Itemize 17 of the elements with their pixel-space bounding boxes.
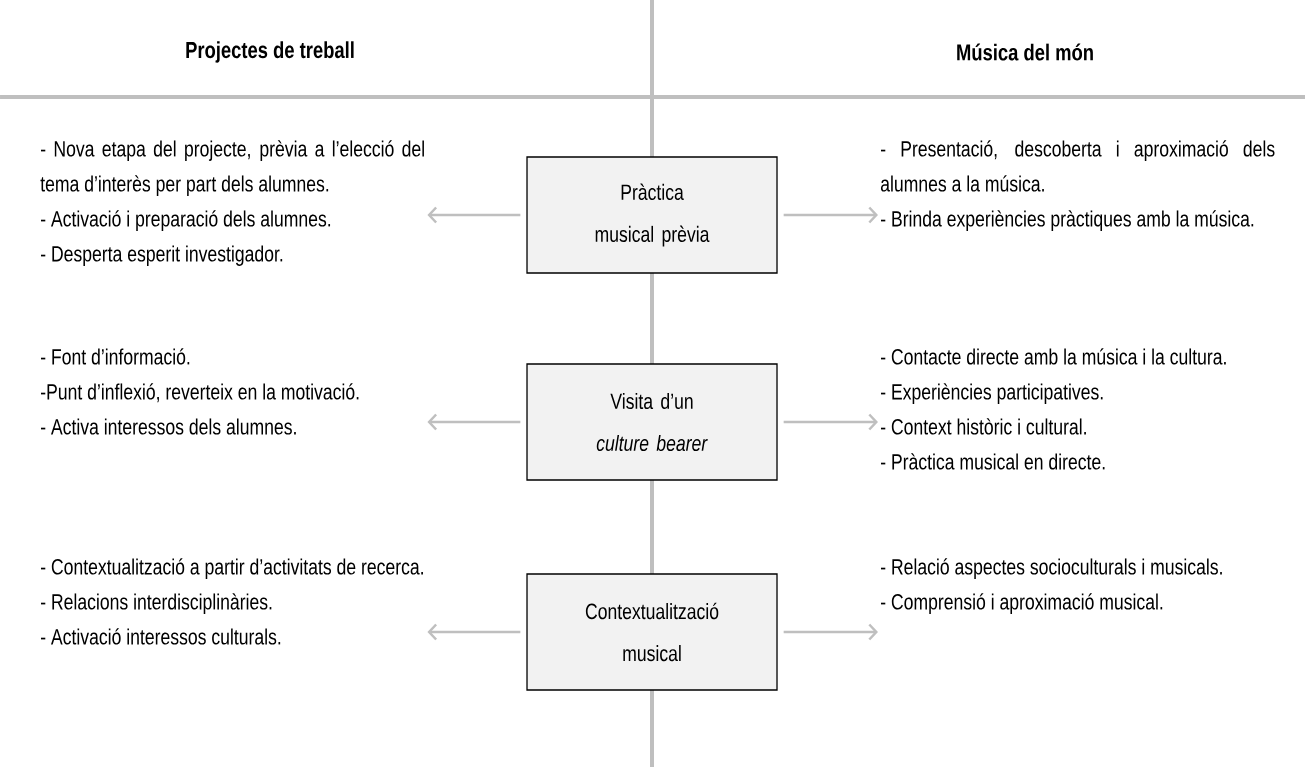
arrow [783, 413, 878, 431]
process-box: Pràctica musical prèvia [526, 156, 778, 274]
bullet-list: - Contacte directe amb la música i la cultura. - Experiències participatives. - Context històric i cultural. - Pràctica musical en directe. [881, 348, 1226, 470]
arrow [427, 623, 521, 641]
bullet-list: - Nova etapa del projecte, prèvia a l’elecció del tema d’interès per part dels alumnes. - Activació i preparació dels alumnes. - Desperta esperit investigador. [40, 140, 424, 266]
arrow [783, 623, 878, 641]
bullet-list: - Contextualització a partir d’activitats de recerca. - Relacions interdisciplinàries. - Activació interessos culturals. [41, 558, 423, 645]
arrow [783, 206, 878, 224]
process-box: Contextualització musical [526, 573, 778, 691]
bullet-list: - Presentació, descoberta i aproximació dels alumnes a la música. - Brinda experiències pràctiques amb la música. [880, 140, 1275, 231]
column-heading: Projectes de treball [186, 41, 354, 63]
bullet-list: - Relació aspectes socioculturals i musicals. - Comprensió i aproximació musical. [881, 558, 1222, 614]
arrow [427, 206, 521, 224]
column-heading: Música del món [957, 43, 1093, 61]
process-box: Visita d’un culture bearer [526, 363, 778, 481]
bullet-list: - Font d’informació. -Punt d’inflexió, reverteix en la motivació. - Activa interessos dels alumnes. [41, 348, 359, 435]
arrow [427, 413, 521, 431]
